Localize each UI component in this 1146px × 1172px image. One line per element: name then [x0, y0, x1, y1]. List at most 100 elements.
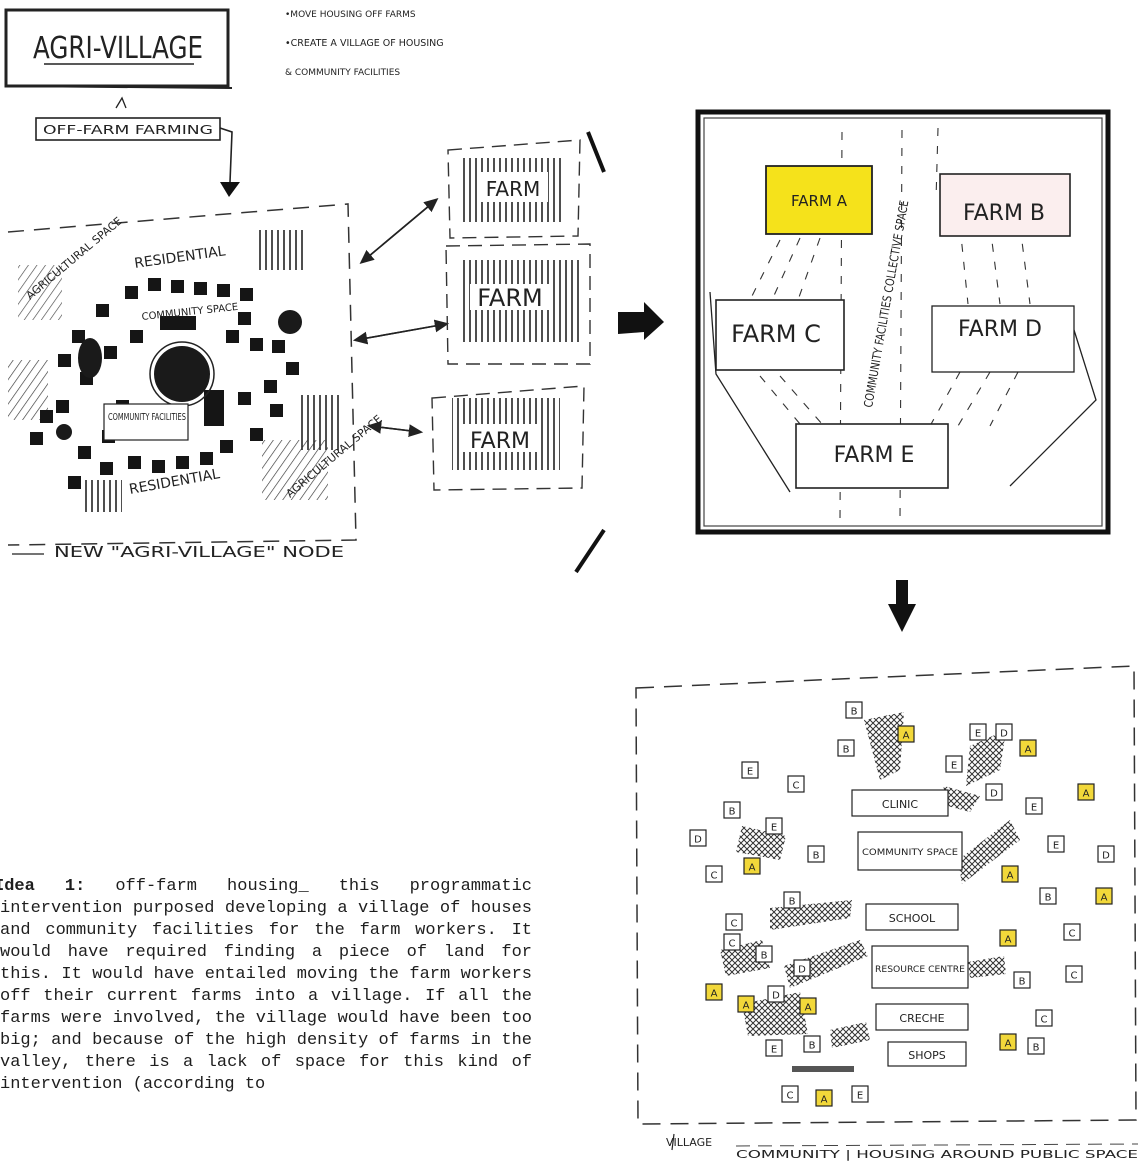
- farm-a-label: FARM A: [791, 192, 848, 210]
- small-farms: FARM FARM FARM: [431, 131, 606, 574]
- village-house-letter-14: E: [771, 823, 777, 834]
- idea-caption-label: Idea 1:: [0, 877, 86, 896]
- farm-3: FARM: [431, 385, 585, 491]
- village-house-24: [783, 891, 801, 909]
- village-house-23: [1095, 887, 1113, 905]
- village-house-26: [1063, 923, 1081, 941]
- village-house-letter-17: D: [1102, 851, 1110, 862]
- idea-caption-text: off-farm housing_ this programmatic inte…: [0, 877, 533, 1094]
- village-house-letter-20: B: [813, 851, 820, 862]
- village-house-14: [765, 817, 783, 835]
- community-space-label-v: COMMUNITY SPACE: [862, 848, 958, 858]
- village-house-25: [725, 913, 743, 931]
- village-house-5: [995, 723, 1013, 741]
- village-house-35: [767, 985, 785, 1003]
- village-house-21: [1001, 865, 1019, 883]
- note-1: •MOVE HOUSING OFF FARMS: [285, 10, 416, 20]
- village-house-33: [1013, 971, 1031, 989]
- village-house-letter-42: C: [787, 1091, 794, 1102]
- village-house-41: [803, 1035, 821, 1053]
- village-house-39: [1027, 1037, 1045, 1055]
- village-house-1: [845, 701, 863, 719]
- village-house-letter-40: E: [771, 1045, 777, 1056]
- village-house-34: [737, 995, 755, 1013]
- arrow-right-icon: [618, 302, 664, 340]
- village-house-letter-25: C: [731, 919, 738, 930]
- village-house-letter-3: A: [903, 731, 910, 742]
- village-house-36: [799, 997, 817, 1015]
- village-house-letter-36: A: [805, 1003, 812, 1014]
- village-house-20: [807, 845, 825, 863]
- village-house-letter-24: B: [789, 897, 796, 908]
- creche-label: CRECHE: [899, 1012, 944, 1025]
- shops-label: SHOPS: [908, 1049, 946, 1062]
- village-house-letter-38: A: [1005, 1039, 1012, 1050]
- note-3: & COMMUNITY FACILITIES: [285, 68, 400, 78]
- farm-e-label: FARM E: [834, 443, 915, 468]
- village-house-4: [969, 723, 987, 741]
- village-house-16: [1047, 835, 1065, 853]
- community-space: [857, 831, 963, 871]
- village-house-letter-34: A: [743, 1001, 750, 1012]
- shops: [887, 1041, 967, 1067]
- village-house-letter-8: C: [793, 781, 800, 792]
- farm-d: [931, 305, 1075, 373]
- residential-label-bottom: RESIDENTIAL: [128, 466, 221, 498]
- village-house-17: [1097, 845, 1115, 863]
- farm-plan: FARM A FARM B FARM C FARM D FARM E COMMU…: [695, 109, 1111, 535]
- village-house-letter-44: E: [857, 1091, 863, 1102]
- farm-e: [795, 423, 949, 489]
- links: [352, 197, 450, 438]
- village-house-19: [743, 857, 761, 875]
- village-house-letter-21: A: [1007, 871, 1014, 882]
- agri-village-node: AGRICULTURAL SPACE RESIDENTIAL COMMUNITY…: [7, 203, 385, 561]
- farm-2: FARM: [445, 243, 591, 365]
- village-house-22: [1039, 887, 1057, 905]
- note-2: •CREATE A VILLAGE OF HOUSING: [285, 38, 444, 49]
- village-house-letter-7: E: [747, 767, 753, 778]
- community-facilities-label: COMMUNITY FACILITIES: [108, 412, 186, 423]
- arrow-down-icon-2: [888, 580, 916, 632]
- village-house-letter-13: B: [729, 807, 736, 818]
- village-house-letter-35: D: [772, 991, 780, 1002]
- village-house-11: [1025, 797, 1043, 815]
- resource-centre-label: RESOURCE CENTRE: [875, 965, 965, 975]
- village-house-letter-27: C: [729, 939, 736, 950]
- residential-label-top: RESIDENTIAL: [133, 243, 226, 272]
- farm-2-label: FARM: [477, 284, 542, 312]
- village-house-letter-18: C: [711, 871, 718, 882]
- village-house-letter-15: D: [694, 835, 702, 846]
- village-house-letter-43: A: [821, 1095, 828, 1106]
- notes: •MOVE HOUSING OFF FARMS •CREATE A VILLAG…: [285, 10, 444, 78]
- village-house-letter-2: B: [843, 745, 850, 756]
- village-house-letter-19: A: [749, 863, 756, 874]
- village-house-8: [787, 775, 805, 793]
- village-house-43: [815, 1089, 833, 1107]
- village-house-letter-31: A: [711, 989, 718, 1000]
- village-house-letter-33: B: [1019, 977, 1026, 988]
- village-house-42: [781, 1085, 799, 1103]
- farm-d-label: FARM D: [958, 317, 1042, 342]
- village-house-6: [1019, 739, 1037, 757]
- village-house-2: [837, 739, 855, 757]
- clinic-label: CLINIC: [882, 798, 919, 811]
- village-house-40: [765, 1039, 783, 1057]
- resource-centre: [871, 945, 969, 989]
- farm-c: [715, 299, 845, 371]
- village-house-37: [1035, 1009, 1053, 1027]
- school: [865, 903, 959, 931]
- village-house-32: [999, 929, 1017, 947]
- village-house-letter-11: E: [1031, 803, 1037, 814]
- farm-3-label: FARM: [470, 429, 530, 454]
- title: AGRI-VILLAGE: [33, 31, 203, 66]
- school-label: SCHOOL: [889, 912, 936, 925]
- village-house-letter-37: C: [1041, 1015, 1048, 1026]
- farm-a: [765, 165, 873, 235]
- village-house-letter-22: B: [1045, 893, 1052, 904]
- village-house-30: [1065, 965, 1083, 983]
- village-house-29: [793, 959, 811, 977]
- village-house-7: [741, 761, 759, 779]
- idea-caption: Idea 1: off-farm housing_ this programma…: [0, 876, 532, 1096]
- village-house-44: [851, 1085, 869, 1103]
